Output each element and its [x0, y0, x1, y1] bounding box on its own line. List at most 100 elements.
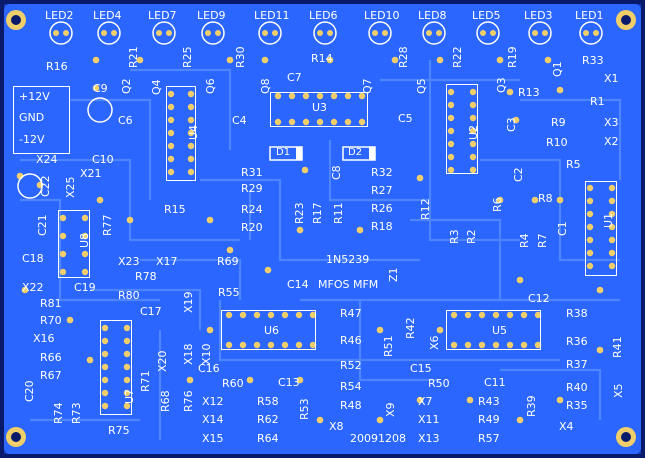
label-r30: R30: [234, 46, 247, 68]
via-32: [296, 376, 304, 384]
label-r3: R3: [448, 229, 461, 244]
label-r4: R4: [518, 233, 531, 248]
led-label-led1: LED1: [575, 9, 604, 22]
label-r57: R57: [478, 432, 500, 445]
label-x15: X15: [202, 432, 224, 445]
led-outline-LED10: [368, 21, 392, 45]
label-x23: X23: [118, 255, 140, 268]
via-14: [416, 174, 424, 182]
ic-pin: [330, 118, 338, 126]
led-pad: [436, 30, 442, 36]
via-43: [596, 286, 604, 294]
trace-5: [428, 60, 520, 242]
via-26: [356, 226, 364, 234]
via-38: [516, 416, 524, 424]
power-connector-block: [13, 86, 70, 154]
board-date: 20091208: [350, 432, 406, 445]
label-c5: C5: [398, 112, 413, 125]
ic-pin: [608, 249, 616, 257]
u2-outline: [446, 84, 478, 174]
via-34: [466, 396, 474, 404]
via-29: [86, 356, 94, 364]
via-10: [556, 86, 564, 94]
led-outline-LED1: [579, 21, 603, 45]
mounting-hole-center: [11, 432, 21, 442]
ic-pin: [274, 92, 282, 100]
u1-outline: [585, 181, 617, 276]
ic-pin: [608, 223, 616, 231]
label-x8: X8: [329, 420, 344, 433]
label-x16: X16: [33, 332, 55, 345]
via-17: [556, 196, 564, 204]
ic-pin: [358, 92, 366, 100]
u7-outline: [100, 320, 132, 415]
trace-8: [218, 300, 560, 362]
via-7: [436, 56, 444, 64]
ic-pin: [608, 197, 616, 205]
led-label-led10: LED10: [364, 9, 400, 22]
ic-pin: [447, 101, 455, 109]
label-c10: C10: [92, 153, 114, 166]
ic-pin: [586, 236, 594, 244]
ic-pin: [469, 88, 477, 96]
ic-pin: [586, 197, 594, 205]
ic-pin: [520, 311, 528, 319]
label-x22: X22: [22, 281, 44, 294]
label-r64: R64: [257, 432, 279, 445]
label-x14: X14: [202, 413, 224, 426]
trace-4: [328, 140, 430, 202]
label-r19: R19: [506, 46, 519, 68]
ic-pin: [81, 214, 89, 222]
ic-pin: [608, 184, 616, 192]
via-25: [296, 226, 304, 234]
led-pad: [53, 30, 59, 36]
trace-17: [358, 300, 440, 382]
via-8: [496, 56, 504, 64]
led-pad: [272, 30, 278, 36]
label-r27: R27: [371, 184, 393, 197]
label-x24: X24: [36, 153, 58, 166]
trace-11: [520, 98, 622, 180]
label-x12: X12: [202, 395, 224, 408]
label-r24: R24: [241, 203, 263, 216]
label-r5: R5: [566, 158, 581, 171]
ic-pin: [309, 341, 317, 349]
led-outline-LED6: [313, 21, 337, 45]
via-12: [512, 116, 520, 124]
ic-pin: [81, 232, 89, 240]
led-label-led5: LED5: [472, 9, 501, 22]
ic-pin: [59, 268, 67, 276]
label-r51: R51: [382, 335, 395, 357]
u8-outline: [58, 210, 90, 278]
ic-pin: [478, 341, 486, 349]
label-c22: C22: [39, 175, 52, 197]
label-r33: R33: [582, 54, 604, 67]
ic-pin: [586, 210, 594, 218]
led-pad: [63, 30, 69, 36]
label-c6: C6: [118, 114, 133, 127]
label-r68: R68: [159, 390, 172, 412]
label-r12: R12: [419, 198, 432, 220]
led-label-led7: LED7: [148, 9, 177, 22]
label-x6: X6: [428, 335, 441, 350]
ic-pin: [447, 140, 455, 148]
mounting-hole-center: [621, 15, 631, 25]
led-label-led11: LED11: [254, 9, 290, 22]
ic-pin: [469, 101, 477, 109]
label-c14: C14: [287, 278, 309, 291]
trace-6: [480, 158, 620, 262]
trace-1: [70, 98, 152, 200]
label-r62: R62: [257, 413, 279, 426]
ic-pin: [288, 92, 296, 100]
led-pad: [542, 30, 548, 36]
label-c4: C4: [232, 114, 247, 127]
label-r80: R80: [118, 289, 140, 302]
ic-pin: [358, 118, 366, 126]
ic-pin: [123, 402, 131, 410]
trace-3: [200, 178, 420, 262]
ic-pin: [267, 341, 275, 349]
ic-pin: [506, 341, 514, 349]
via-33: [416, 396, 424, 404]
ic-pin: [520, 341, 528, 349]
label-x18: X18: [182, 343, 195, 365]
